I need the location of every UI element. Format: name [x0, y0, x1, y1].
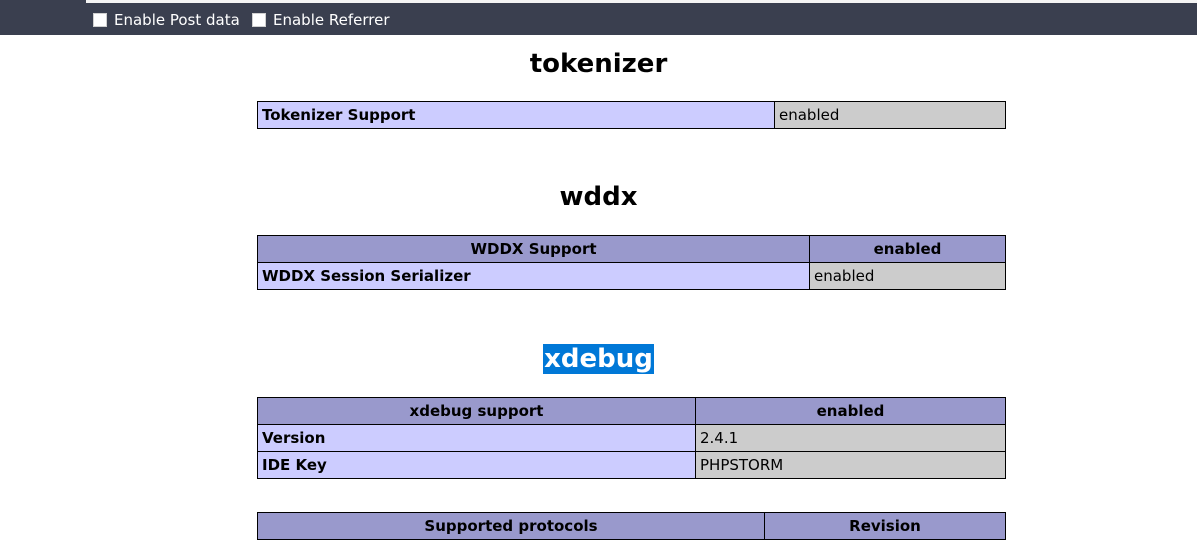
enable-post-data-label: Enable Post data [114, 11, 240, 29]
table-row: WDDX Session Serializer enabled [257, 262, 1006, 290]
table-header-row: xdebug support enabled [257, 397, 1006, 425]
row-key: Tokenizer Support [257, 101, 775, 129]
tokenizer-heading: tokenizer [0, 48, 1197, 80]
row-value: enabled [809, 262, 1006, 290]
row-value: enabled [774, 101, 1006, 129]
xdebug-heading: xdebug [0, 343, 1197, 375]
enable-post-data-toggle[interactable]: Enable Post data [93, 11, 240, 29]
wddx-heading: wddx [0, 181, 1197, 213]
header-value: enabled [695, 397, 1006, 425]
row-value: 2.4.1 [695, 424, 1006, 452]
table-row: IDE Key PHPSTORM [257, 451, 1006, 479]
wddx-title: wddx [559, 182, 638, 212]
enable-referrer-toggle[interactable]: Enable Referrer [252, 11, 389, 29]
header-key: Supported protocols [257, 512, 765, 540]
header-value: Revision [764, 512, 1006, 540]
table-header-row: WDDX Support enabled [257, 235, 1006, 263]
header-key: xdebug support [257, 397, 696, 425]
tokenizer-table: Tokenizer Support enabled [257, 101, 1006, 129]
enable-referrer-checkbox[interactable] [252, 13, 266, 27]
header-key: WDDX Support [257, 235, 810, 263]
xdebug-title: xdebug [543, 344, 654, 374]
row-key: WDDX Session Serializer [257, 262, 810, 290]
table-row: Version 2.4.1 [257, 424, 1006, 452]
top-toolbar: Enable Post data Enable Referrer [0, 0, 1197, 35]
enable-referrer-label: Enable Referrer [273, 11, 390, 29]
toolbar-top-edge [86, 0, 1197, 3]
wddx-table: WDDX Support enabled WDDX Session Serial… [257, 235, 1006, 290]
row-key: IDE Key [257, 451, 696, 479]
row-value: PHPSTORM [695, 451, 1006, 479]
table-header-row: Supported protocols Revision [257, 512, 1006, 540]
enable-post-data-checkbox[interactable] [93, 13, 107, 27]
header-value: enabled [809, 235, 1006, 263]
row-key: Version [257, 424, 696, 452]
xdebug-table: xdebug support enabled Version 2.4.1 IDE… [257, 397, 1006, 479]
xdebug-protocols-table: Supported protocols Revision [257, 512, 1006, 540]
tokenizer-title: tokenizer [529, 49, 668, 79]
table-row: Tokenizer Support enabled [257, 101, 1006, 129]
